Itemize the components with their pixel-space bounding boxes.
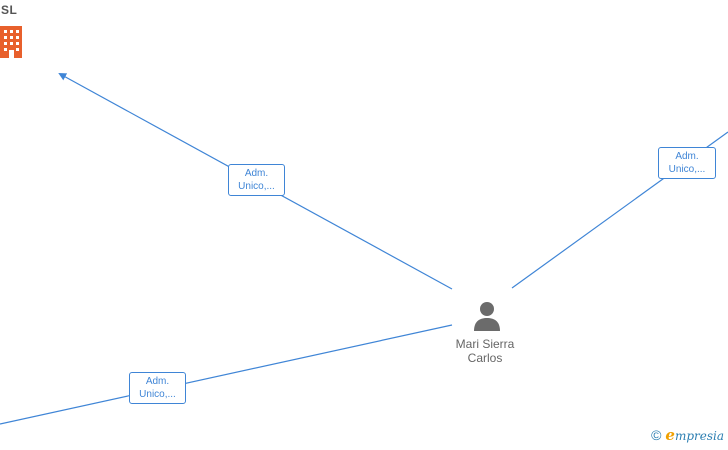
relation-label-line2: Unico,...: [139, 389, 176, 400]
brand-initial: e: [665, 426, 675, 444]
relation-label-line1: Adm.: [244, 168, 269, 179]
copyright-symbol: ©: [651, 427, 662, 443]
watermark: © empresia: [651, 426, 724, 444]
person-name[interactable]: Mari Sierra Carlos: [430, 337, 540, 365]
relation-label-top-right[interactable]: Adm. Unico,...: [658, 147, 716, 179]
company-name[interactable]: SL: [1, 3, 18, 17]
brand-logo: empresia: [665, 426, 724, 444]
edge-to-bottom-left: [0, 324, 453, 425]
person-name-line1: Mari Sierra: [455, 337, 515, 351]
person-icon[interactable]: [472, 300, 502, 332]
relation-label-bottom-left[interactable]: Adm. Unico,...: [129, 372, 186, 404]
relation-label-line1: Adm.: [145, 376, 170, 387]
building-icon[interactable]: [0, 24, 24, 60]
person-name-line2: Carlos: [467, 351, 503, 365]
relation-label-line1: Adm.: [675, 151, 699, 162]
relation-label-line2: Unico,...: [238, 181, 275, 192]
relation-label-company[interactable]: Adm. Unico,...: [228, 164, 285, 196]
brand-rest: mpresia: [674, 429, 724, 443]
relation-label-line2: Unico,...: [668, 164, 706, 175]
